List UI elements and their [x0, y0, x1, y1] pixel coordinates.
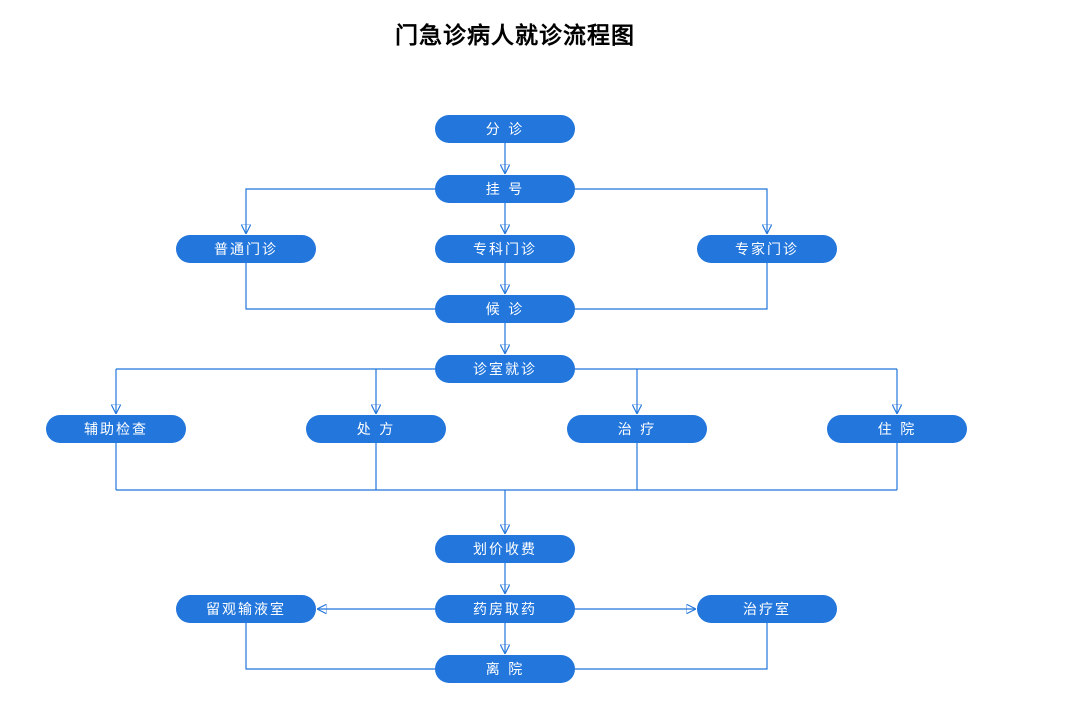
node-pharmacy: 药房取药 — [435, 595, 575, 623]
node-general-outpatient: 普通门诊 — [176, 235, 316, 263]
node-pricing: 划价收费 — [435, 535, 575, 563]
node-discharge: 离 院 — [435, 655, 575, 683]
node-register: 挂 号 — [435, 175, 575, 203]
edge-general-waiting — [245, 263, 435, 310]
edge-treatment-room-discharge — [575, 623, 768, 670]
edge-expert-waiting — [575, 263, 768, 310]
node-aux-exam: 辅助检查 — [46, 415, 186, 443]
diagram-title: 门急诊病人就诊流程图 — [395, 23, 635, 49]
node-observation-room: 留观输液室 — [176, 595, 316, 623]
node-treatment: 治 疗 — [567, 415, 707, 443]
node-treatment-room: 治疗室 — [697, 595, 837, 623]
node-hospitalize: 住 院 — [827, 415, 967, 443]
node-consult-room: 诊室就诊 — [435, 355, 575, 383]
node-specialist-outpatient: 专科门诊 — [435, 235, 575, 263]
edge-register-expert — [575, 188, 767, 233]
node-waiting: 候 诊 — [435, 295, 575, 323]
node-expert-outpatient: 专家门诊 — [697, 235, 837, 263]
edge-observation-discharge — [245, 623, 435, 670]
edge-register-general — [246, 188, 435, 233]
node-prescription: 处 方 — [306, 415, 446, 443]
node-triage: 分 诊 — [435, 115, 575, 143]
